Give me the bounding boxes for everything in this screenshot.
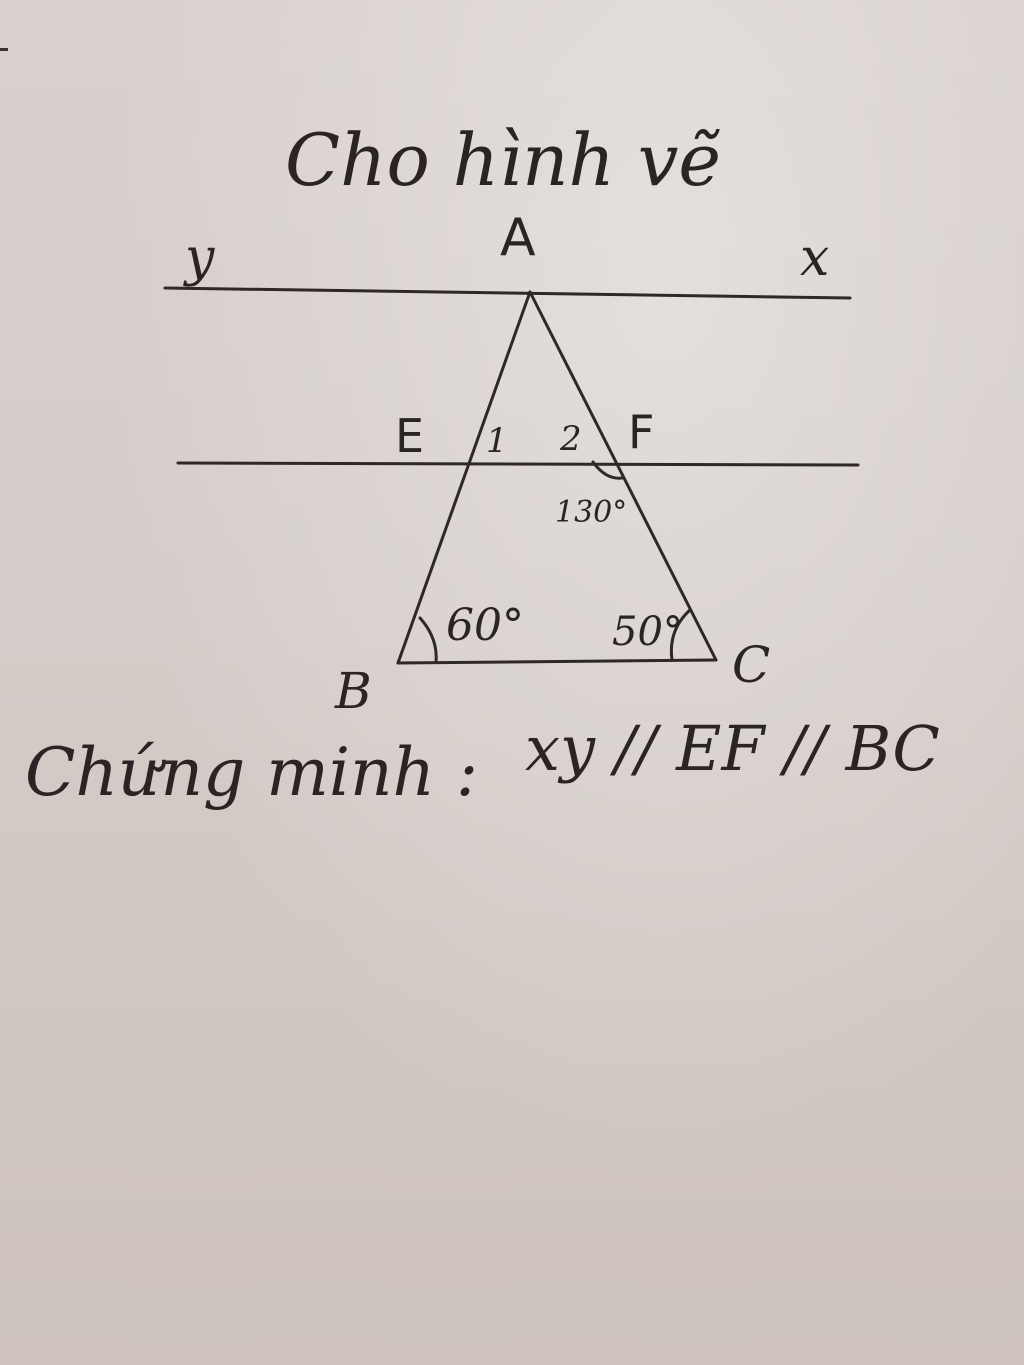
page-edge-mark [0, 48, 8, 51]
line-ef [176, 461, 860, 467]
statement-claim: xy // EF // BC [525, 712, 940, 785]
side-ab [396, 290, 532, 665]
side-bc [396, 658, 718, 665]
label-x: x [800, 228, 829, 288]
label-angle-b: 60° [446, 600, 524, 651]
label-angle-f: 130° [555, 495, 627, 530]
label-angle-c: 50° [612, 609, 683, 655]
label-point-b: B [334, 662, 372, 720]
label-point-c: C [732, 636, 770, 694]
label-angle-2: 2 [559, 419, 582, 459]
label-point-f: F [628, 405, 654, 459]
angle-arc-c [669, 608, 692, 662]
label-point-a: A [500, 208, 536, 268]
title: Cho hình vẽ [285, 118, 721, 202]
label-angle-1: 1 [486, 421, 508, 461]
angle-arc-f [591, 460, 624, 480]
angle-arc-b [418, 616, 438, 664]
line-xy [163, 286, 852, 300]
label-point-e: E [395, 409, 424, 463]
statement-prefix: Chứng minh : [25, 734, 478, 811]
label-y: y [183, 228, 215, 288]
side-ac [528, 290, 718, 662]
